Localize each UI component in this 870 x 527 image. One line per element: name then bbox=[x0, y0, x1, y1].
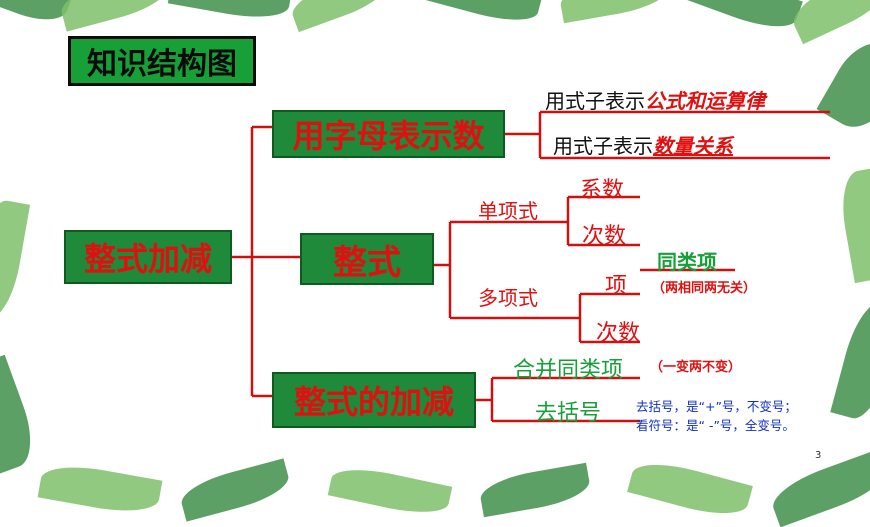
branch1-item-2: 用式子表示数量关系 bbox=[553, 130, 733, 159]
polynomial-label: 多项式 bbox=[478, 286, 538, 310]
item-emphasis: 数量关系 bbox=[653, 134, 733, 158]
item-emphasis: 公式和运算律 bbox=[645, 89, 765, 113]
branch-letters-for-numbers: 用字母表示数 bbox=[272, 110, 505, 158]
connector-lines bbox=[232, 110, 830, 423]
page-title: 知识结构图 bbox=[68, 36, 256, 86]
bracket-rule-1: 去括号，是“+”号，不变号； bbox=[636, 399, 797, 414]
combine-note: （一变两不变） bbox=[650, 360, 742, 375]
item-prefix: 用式子表示 bbox=[545, 89, 645, 113]
remove-brackets: 去括号 bbox=[535, 401, 602, 426]
root-box: 整式加减 bbox=[64, 230, 232, 284]
combine-like-terms: 合并同类项 bbox=[513, 358, 624, 383]
like-terms-label: 同类项 bbox=[657, 250, 717, 274]
page-number: 3 bbox=[815, 450, 822, 461]
like-terms-note: （两相同两无关） bbox=[652, 281, 757, 296]
polynomial-degree: 次数 bbox=[596, 321, 641, 346]
monomial-coefficient: 系数 bbox=[580, 178, 625, 203]
bracket-rule-2: 看符号：是“ -”号，全变号。 bbox=[636, 418, 795, 433]
item-prefix: 用式子表示 bbox=[553, 134, 653, 158]
branch-add-subtract: 整式的加减 bbox=[272, 372, 476, 428]
branch-polynomial: 整式 bbox=[300, 233, 434, 285]
branch1-item-1: 用式子表示公式和运算律 bbox=[545, 85, 765, 114]
monomial-degree: 次数 bbox=[582, 224, 627, 249]
monomial-label: 单项式 bbox=[478, 199, 538, 223]
polynomial-term: 项 bbox=[605, 274, 628, 299]
